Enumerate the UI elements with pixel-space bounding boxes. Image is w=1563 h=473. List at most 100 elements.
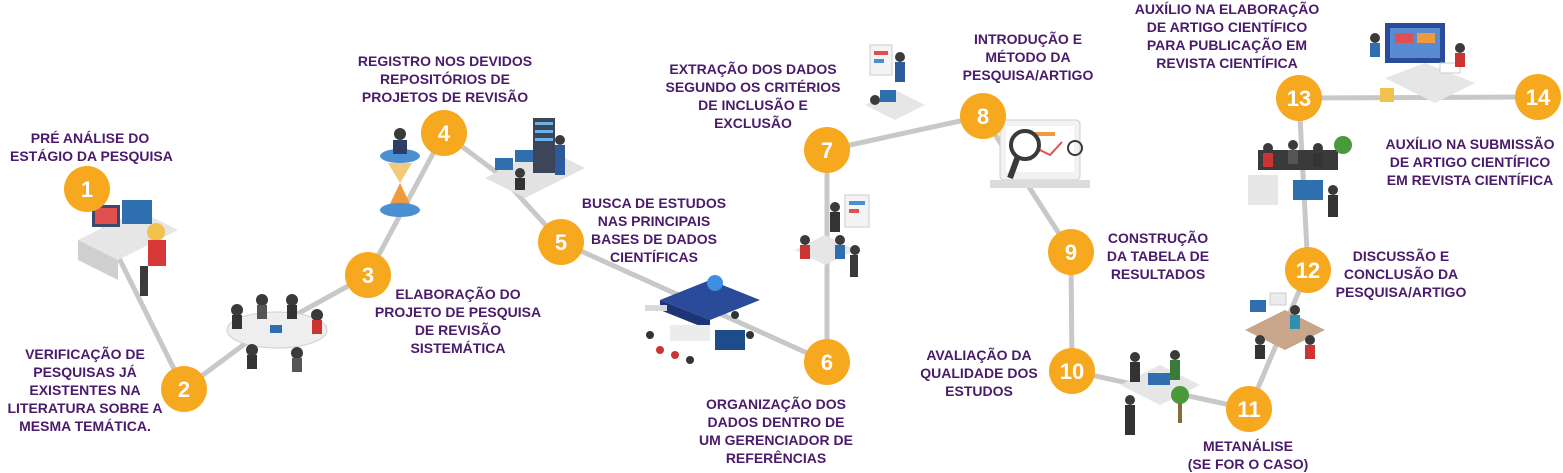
step-label-line: BASES DE DADOS [590, 231, 718, 247]
step-label-line: DE INCLUSÃO E [698, 97, 808, 113]
step-label-line: PESQUISA/ARTIGO [1335, 284, 1467, 300]
step-marker-14: 14 [1515, 74, 1561, 120]
step-number: 6 [821, 350, 833, 375]
step-circle [1048, 229, 1094, 275]
step-marker-11: 11 [1226, 386, 1272, 432]
step-marker-1: 1 [64, 166, 110, 212]
step-label-line: PROJETOS DE REVISÃO [361, 89, 529, 105]
step-marker-4: 4 [421, 110, 467, 156]
step-circle [1226, 386, 1272, 432]
step-number: 10 [1060, 359, 1084, 384]
step-number: 14 [1526, 85, 1551, 110]
step-label-line: MÉTODO DA [985, 49, 1071, 65]
step-circle [421, 110, 467, 156]
step-label-14: AUXÍLIO NA SUBMISSÃO DE ARTIGO CIENTÍFICO… [1378, 135, 1562, 189]
step-label-line: (SE FOR O CASO) [1187, 456, 1309, 472]
step-label-line: PESQUISA/ARTIGO [962, 67, 1094, 83]
step-marker-3: 3 [345, 252, 391, 298]
step-number: 3 [362, 263, 374, 288]
step-label-line: ESTÁGIO DA PESQUISA [10, 148, 173, 164]
presentation-illustration-2 [865, 44, 925, 120]
step-marker-2: 2 [161, 366, 207, 412]
path-segment [1296, 94, 1541, 101]
step-circle [1515, 74, 1561, 120]
step-number: 5 [555, 230, 567, 255]
step-number: 1 [81, 177, 93, 202]
step-label-8: INTRODUÇÃO E MÉTODO DA PESQUISA/ARTIGO [956, 30, 1100, 84]
presentation-illustration-1 [795, 194, 870, 277]
step-label-line: PARA PUBLICAÇÃO EM [1146, 37, 1308, 53]
step-label-line: AVALIAÇÃO DA [926, 347, 1032, 363]
step-label-line: CONSTRUÇÃO [1107, 230, 1209, 246]
path-segment [824, 113, 986, 153]
step-label-line: ELABORAÇÃO DO [395, 286, 521, 302]
step-label-line: QUALIDADE DOS [920, 365, 1038, 381]
step-label-line: EXCLUSÃO [714, 115, 792, 131]
step-marker-9: 9 [1048, 229, 1094, 275]
step-label-line: DE ARTIGO CIENTÍFICO [1389, 154, 1551, 170]
step-label-11: METANÁLISE (SE FOR O CASO) [1180, 437, 1316, 473]
step-number: 13 [1287, 86, 1311, 111]
step-label-line: DISCUSSÃO E [1352, 248, 1450, 264]
step-label-line: AUXÍLIO NA ELABORAÇÃO [1134, 1, 1320, 17]
step-marker-12: 12 [1285, 247, 1331, 293]
step-number: 12 [1296, 258, 1320, 283]
step-number: 7 [821, 138, 833, 163]
step-circle [538, 219, 584, 265]
step-marker-6: 6 [804, 339, 850, 385]
step-label-line: RESULTADOS [1110, 266, 1206, 282]
step-label-line: CONCLUSÃO DA [1343, 266, 1459, 282]
step-circle [960, 93, 1006, 139]
step-label-line: INTRODUÇÃO E [973, 31, 1083, 47]
step-circle [345, 252, 391, 298]
team-table-illustration [1120, 350, 1200, 435]
step-marker-13: 13 [1276, 75, 1322, 121]
step-label-7: EXTRAÇÃO DOS DADOS SEGUNDO OS CRITÉRIOS DE… [658, 60, 848, 132]
step-label-line: ORGANIZAÇÃO DOS [706, 396, 846, 412]
step-number: 2 [178, 377, 190, 402]
step-label-line: EXTRAÇÃO DOS DADOS [669, 61, 837, 77]
lounge-illustration [1248, 136, 1352, 217]
step-label-line: UM GERENCIADOR DE [698, 432, 853, 448]
step-circle [804, 339, 850, 385]
step-label-line: BUSCA DE ESTUDOS [581, 195, 727, 211]
step-label-line: VERIFICAÇÃO DE [25, 346, 145, 362]
step-label-line: PRÉ ANÁLISE DO [30, 130, 150, 146]
step-label-line: METANÁLISE [1203, 438, 1293, 454]
magnifier-screen-illustration [990, 119, 1090, 188]
server-room-illustration [485, 118, 585, 198]
step-label-line: REGISTRO NOS DEVIDOS [357, 53, 533, 69]
workstation-illustration-1 [78, 200, 178, 296]
step-circle [1276, 75, 1322, 121]
step-number: 8 [977, 104, 989, 129]
step-label-line: DE ARTIGO CIENTÍFICO [1146, 19, 1308, 35]
step-number: 4 [438, 121, 451, 146]
step-label-line: NAS PRINCIPAIS [597, 213, 711, 229]
step-circle [161, 366, 207, 412]
step-marker-5: 5 [538, 219, 584, 265]
step-circle [64, 166, 110, 212]
step-marker-10: 10 [1049, 348, 1095, 394]
step-marker-7: 7 [804, 127, 850, 173]
meeting-illustration [226, 294, 328, 372]
step-label-line: SISTEMÁTICA [410, 340, 506, 356]
step-label-line: EM REVISTA CIENTÍFICA [1386, 172, 1554, 188]
step-label-13: AUXÍLIO NA ELABORAÇÃO DE ARTIGO CIENTÍFIC… [1132, 0, 1322, 72]
step-label-line: AUXÍLIO NA SUBMISSÃO [1385, 136, 1555, 152]
collaboration-illustration [1245, 292, 1325, 359]
step-label-line: SEGUNDO OS CRITÉRIOS [665, 79, 841, 95]
step-marker-8: 8 [960, 93, 1006, 139]
step-label-line: MESMA TEMÁTICA. [19, 418, 151, 434]
step-label-line: REFERÊNCIAS [725, 450, 827, 466]
step-label-line: CIENTÍFICAS [610, 249, 698, 265]
publishing-illustration [1370, 23, 1475, 103]
step-label-line: REVISTA CIENTÍFICA [1156, 55, 1298, 71]
